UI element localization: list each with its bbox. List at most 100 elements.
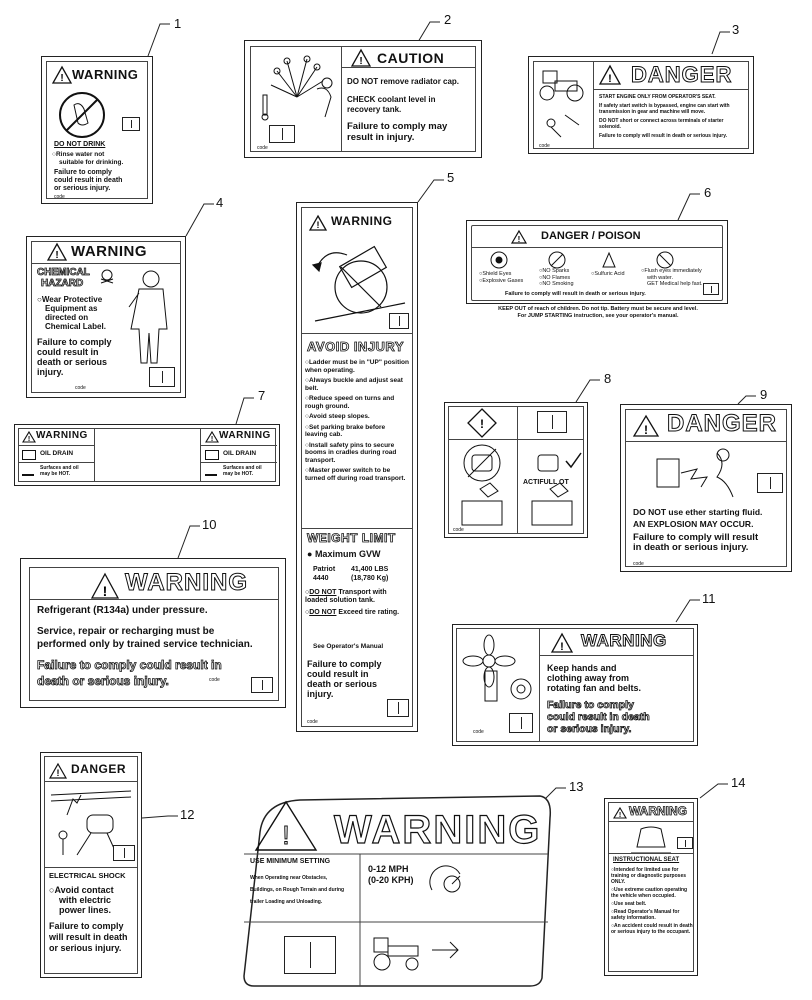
decal-2-code: code xyxy=(257,145,268,151)
warning-triangle-icon: ! xyxy=(22,430,36,443)
decal-1-line-1: DO NOT DRINK xyxy=(54,141,106,148)
callout-6: 6 xyxy=(704,185,712,200)
decal-14-instructional-seat[interactable]: ! WARNING INSTRUCTIONAL SEAT Intended fo… xyxy=(604,798,698,976)
decal-5-fail-2: could result in xyxy=(307,669,369,679)
decal-1-line-6: or serious injury. xyxy=(54,185,111,192)
manual-book-icon xyxy=(251,677,273,693)
decal-13-body-3: trailer Loading and Unloading. xyxy=(250,899,323,905)
manual-book-icon xyxy=(149,367,175,387)
svg-text:!: ! xyxy=(644,423,648,437)
decal-14-header: WARNING xyxy=(629,804,688,819)
decal-5-row-2b: (18,780 Kg) xyxy=(351,575,389,582)
manual-book-icon xyxy=(757,473,783,493)
svg-text:!: ! xyxy=(608,73,612,85)
decal-5-dnt-1a: DO NOT xyxy=(309,589,337,596)
skull-icon xyxy=(100,269,114,284)
decal-7-note-1-right: Surfaces and oil xyxy=(223,465,262,471)
decal-10-line-3: performed only by trained service techni… xyxy=(37,639,253,650)
decal-11-line-2: clothing away from xyxy=(547,673,630,683)
callout-10: 10 xyxy=(202,517,217,532)
decal-4-line-2: Equipment as xyxy=(45,304,98,313)
decal-4-chemical-hazard[interactable]: ! WARNING CHEMICAL HAZARD Wear Protectiv… xyxy=(26,236,186,398)
ether-explosion-icon xyxy=(656,448,734,498)
decal-7-oil-right: OIL DRAIN xyxy=(223,450,257,457)
steam-burst-icon xyxy=(261,55,333,121)
decal-6-danger-poison[interactable]: ! DANGER / POISON Shield Eyes Explosive … xyxy=(466,220,728,304)
tank-fill-icons xyxy=(461,444,582,526)
decal-6-c4-3: GET Medical help fast. xyxy=(647,281,703,287)
callout-14: 14 xyxy=(731,775,746,790)
decal-5-header: WARNING xyxy=(331,214,393,228)
decal-14-item-5: An accident could result in death or ser… xyxy=(611,923,693,935)
decal-10-line-5: death or serious injury. xyxy=(37,674,170,689)
svg-text:!: ! xyxy=(518,235,521,244)
decal-10-refrigerant[interactable]: ! WARNING Refrigerant (R134a) under pres… xyxy=(20,558,286,708)
decal-3-code: code xyxy=(539,143,550,149)
decal-14-item-1: Intended for limited use for training or… xyxy=(611,867,693,885)
decal-5-row-2a: 4440 xyxy=(313,575,329,582)
svg-text:!: ! xyxy=(103,583,108,599)
decal-10-line-1: Refrigerant (R134a) under pressure. xyxy=(37,605,208,616)
decal-13-title: USE MINIMUM SETTING xyxy=(250,858,331,865)
decal-11-line-3: rotating fan and belts. xyxy=(547,683,642,693)
no-ladder-icon xyxy=(311,245,406,322)
svg-text:!: ! xyxy=(317,220,320,230)
manual-book-icon xyxy=(703,283,719,295)
decal-6-c2-1: NO Sparks xyxy=(539,268,574,275)
oil-can-icon xyxy=(22,450,36,460)
decal-3-danger-start[interactable]: ! DANGER START ENGINE ONLY FROM OPERATOR… xyxy=(528,56,754,154)
warning-triangle-icon: ! xyxy=(613,806,627,819)
decal-11-line-1: Keep hands and xyxy=(547,663,617,673)
decal-2-line-3a: Failure to comply may xyxy=(347,121,448,132)
tractor-runover-icon xyxy=(539,70,584,138)
decal-6-c2-3: NO Smoking xyxy=(539,281,573,288)
decal-5-gvw: ● Maximum GVW xyxy=(307,549,381,559)
decal-6-below-2: For JUMP STARTING instruction, see your … xyxy=(517,313,679,319)
decal-5-item-2: Always buckle and adjust seat belt. xyxy=(305,377,409,392)
decal-14-item-4: Read Operator's Manual for safety inform… xyxy=(611,909,693,921)
decal-9-line-4: in death or serious injury. xyxy=(633,542,749,553)
decal-12-electrical-shock[interactable]: ! DANGER ELECTRICAL SHOCK Avoid contact … xyxy=(40,752,142,978)
decal-1-line-4: Failure to comply xyxy=(54,169,112,176)
manual-book-icon xyxy=(269,125,295,143)
decal-5-item-5: Set parking brake before leaving cab. xyxy=(305,424,409,439)
decal-10-line-2: Service, repair or recharging must be xyxy=(37,626,215,637)
decal-11-fan-belts[interactable]: ! WARNING code Keep hands and clothing a… xyxy=(452,624,698,746)
callout-3: 3 xyxy=(732,22,740,37)
callout-1: 1 xyxy=(174,16,182,31)
decal-5-avoid-injury[interactable]: ! WARNING AVOID INJURY Ladder must be in… xyxy=(296,202,418,732)
decal-14-item-3: Use seat belt. xyxy=(611,901,693,907)
decal-5-row-1b: 41,400 LBS xyxy=(351,566,389,573)
decal-8-actifull[interactable]: ! ACTIFULL OT code xyxy=(444,402,588,538)
decal-14-sub: INSTRUCTIONAL SEAT xyxy=(613,857,680,863)
decal-7-oil-drain[interactable]: ! WARNING OIL DRAIN Surfaces and oil may… xyxy=(14,424,280,486)
decal-2-line-2b: recovery tank. xyxy=(347,105,402,114)
svg-text:!: ! xyxy=(282,820,289,850)
decal-6-c2-2: NO Flames xyxy=(539,275,574,282)
decal-9-danger-ether[interactable]: ! DANGER DO NOT use ether starting fluid… xyxy=(620,404,792,572)
decal-2-caution-radiator[interactable]: ! CAUTION code DO NOT remove radiator ca… xyxy=(244,40,482,158)
decal-4-line-3: directed on xyxy=(45,313,89,322)
decal-7-note-1-left: Surfaces and oil xyxy=(40,465,79,471)
svg-text:!: ! xyxy=(560,641,564,653)
manual-book-icon xyxy=(387,699,409,717)
decal-2-line-1: DO NOT remove radiator cap. xyxy=(347,77,460,86)
tractor-arrow-icon xyxy=(373,937,459,971)
decal-1-header: WARNING xyxy=(72,67,139,82)
decal-4-line-7: death or serious xyxy=(37,357,108,367)
manual-book-icon xyxy=(284,936,336,974)
decal-9-line-3: Failure to comply will result xyxy=(633,532,759,543)
manual-book-icon xyxy=(389,313,409,329)
svg-text:!: ! xyxy=(480,417,484,431)
warning-triangle-icon: ! xyxy=(46,242,68,261)
decal-1-warning-drink[interactable]: ! WARNING DO NOT DRINK Rinse water not s… xyxy=(41,56,153,204)
decal-4-header: WARNING xyxy=(71,243,147,260)
decal-9-header: DANGER xyxy=(666,410,778,438)
decal-4-line-5: Failure to comply xyxy=(37,337,112,347)
decal-2-header: CAUTION xyxy=(377,50,445,66)
decal-13-header[interactable]: WARNING xyxy=(333,807,542,852)
warning-triangle-icon: ! xyxy=(48,762,68,779)
decal-5-item-3: Reduce speed on turns and rough ground. xyxy=(305,395,409,410)
callout-11: 11 xyxy=(702,591,716,606)
